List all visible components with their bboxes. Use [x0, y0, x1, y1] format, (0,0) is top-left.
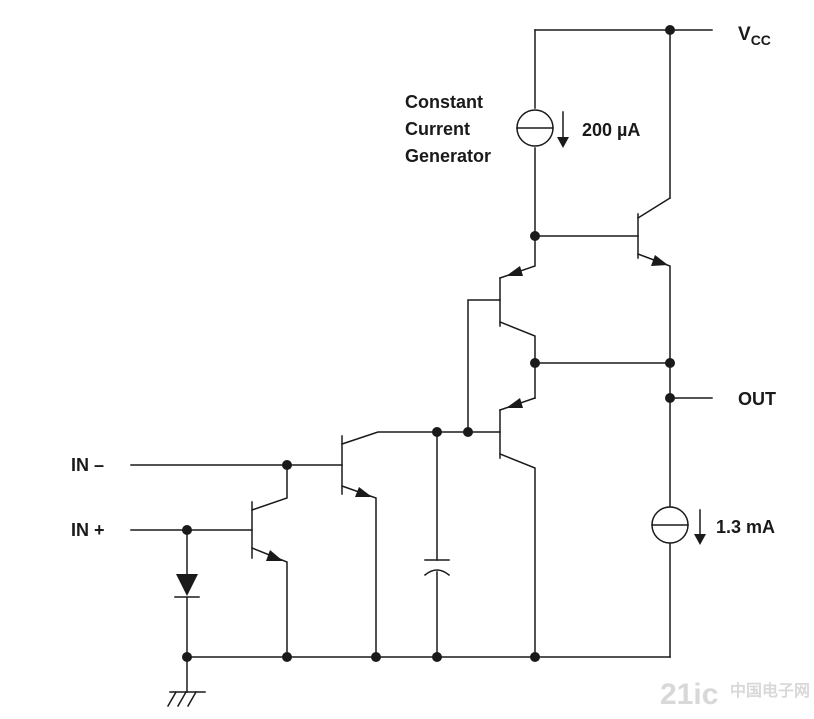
- in-minus-label: IN –: [71, 455, 104, 475]
- current-source-200ua: [516, 109, 569, 148]
- out-label: OUT: [738, 389, 776, 409]
- current-200ua-label: 200 µA: [582, 120, 640, 140]
- current-source-1-3ma: [651, 506, 706, 545]
- generator-label-line1: Constant: [405, 92, 483, 112]
- watermark-logo: 21ic: [660, 678, 718, 711]
- q1-emitter-arrow: [266, 550, 283, 561]
- ground-icon: [166, 690, 206, 708]
- watermark: 21ic 中国电子网: [660, 678, 810, 711]
- vcc-label: VCC: [738, 24, 771, 48]
- capacitor: [423, 559, 451, 577]
- diode-triangle-icon: [176, 574, 198, 596]
- arrow-down-icon: [557, 137, 569, 148]
- generator-label-line2: Current: [405, 119, 470, 139]
- generator-label-line3: Generator: [405, 146, 491, 166]
- in-plus-label: IN +: [71, 520, 105, 540]
- q2-emitter-arrow: [355, 487, 372, 497]
- transistor-arrows: [266, 255, 668, 561]
- q4-emitter-arrow: [506, 398, 523, 408]
- junction-dots: [182, 25, 675, 662]
- current-1-3ma-label: 1.3 mA: [716, 517, 775, 537]
- labels: VCC OUT IN – IN + Constant Current Gener…: [71, 24, 776, 540]
- watermark-text: 中国电子网: [730, 681, 810, 700]
- q5-emitter-arrow: [651, 255, 668, 266]
- q3-emitter-arrow: [506, 266, 523, 276]
- diode: [174, 574, 200, 598]
- arrow-down-icon: [694, 534, 706, 545]
